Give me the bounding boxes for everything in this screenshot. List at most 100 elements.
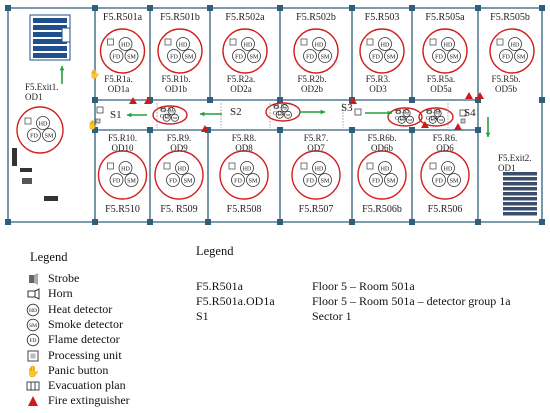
evacuation-arrow-head xyxy=(387,110,392,116)
flame-detector-label: FD xyxy=(400,118,405,122)
strobe-icon xyxy=(29,273,38,285)
group-label-top: F5.R1b. OD1b xyxy=(161,74,191,94)
ext-shape xyxy=(28,396,38,407)
wall-column xyxy=(92,219,98,225)
corridor-group-label: F5.S1. OD1 xyxy=(160,107,176,120)
flame-detector xyxy=(232,49,246,63)
flame-detector xyxy=(109,173,124,187)
heat-detector xyxy=(118,37,133,51)
detector-group-ring xyxy=(154,150,204,200)
room-label-bottom: F5.R508 xyxy=(226,204,262,215)
wall-column xyxy=(205,127,211,133)
heat-detector-label: HD xyxy=(39,122,48,128)
smoke-detector-label: SM xyxy=(127,55,136,61)
room-label-bottom: F5.R510 xyxy=(105,204,140,215)
panic-button-icon: ✋ xyxy=(89,68,100,79)
flame-detector-label: FD xyxy=(169,179,177,185)
panic-button-icon: ✋ xyxy=(87,119,98,130)
heat-detector xyxy=(167,107,176,116)
processing-unit-icon xyxy=(161,108,166,113)
group-label-top: F5.R3. OD3 xyxy=(365,74,391,94)
flame-detector xyxy=(303,173,317,187)
processing-unit-icon xyxy=(107,38,114,46)
smoke-detector xyxy=(124,173,139,187)
smoke-detector-label: SM xyxy=(321,179,330,185)
heat-detector xyxy=(36,116,50,130)
group-label-bottom: F5.R6b. OD6b xyxy=(367,133,397,153)
wall-column xyxy=(409,127,415,133)
wall-column xyxy=(147,5,153,11)
smoke-detector-label: SM xyxy=(517,55,526,61)
stair-step xyxy=(33,53,67,58)
wall-column xyxy=(92,5,98,11)
flame-detector-label: FD xyxy=(435,179,443,185)
smoke-detector-label: SM xyxy=(184,179,193,185)
processing-unit-icon xyxy=(427,110,432,115)
flame-detector-label: FD xyxy=(235,55,243,61)
wall-column xyxy=(475,219,481,225)
flame-detector-label: FD xyxy=(306,55,314,61)
detector-group-ring xyxy=(387,107,423,127)
wall-column xyxy=(539,5,545,11)
processing-unit-icon xyxy=(366,38,374,46)
heat-detector-label: HD xyxy=(444,43,453,49)
room-label-top: F5.R502a xyxy=(225,12,265,23)
processing-unit-icon xyxy=(366,162,374,170)
exit2-label: F5.Exit2. OD1 xyxy=(498,153,532,173)
horn-icon xyxy=(27,288,40,301)
group-label-bottom: F5.R9. OD9 xyxy=(166,133,192,153)
flame-detector-label: FD xyxy=(435,55,443,61)
processing-unit-icon xyxy=(300,38,308,46)
smoke-detector-label: SM xyxy=(408,118,413,122)
legend-item-label: Smoke detector xyxy=(48,316,123,331)
smoke-detector xyxy=(384,173,398,187)
sector-label: S1 xyxy=(110,109,122,121)
corridor-group-label: F5.S2. OD2 xyxy=(273,104,289,117)
heat-detector-label: HD xyxy=(121,167,130,173)
detector-group-ring xyxy=(291,150,341,200)
detector-group-ring xyxy=(359,28,405,74)
legend-circle xyxy=(26,318,40,332)
smoke-detector-label: SM xyxy=(185,55,194,61)
stair-step xyxy=(503,197,537,201)
flame-detector-label: FD xyxy=(306,179,314,185)
pu-shape xyxy=(30,353,36,358)
fixture xyxy=(44,196,58,201)
flame-detector-label: FD xyxy=(170,55,178,61)
flame-detector xyxy=(432,49,446,63)
legend-item-label: Strobe xyxy=(48,271,80,285)
fire-extinguisher-icon xyxy=(201,125,209,132)
flame-detector xyxy=(369,173,383,187)
heat-detector-label: HD xyxy=(282,107,287,111)
flame-detector xyxy=(432,173,446,187)
wall-column xyxy=(349,127,355,133)
legend-title: Legend xyxy=(30,250,68,264)
heat-detector-label: HD xyxy=(404,112,409,116)
flame-detector xyxy=(303,49,317,63)
heat-detector-label: HD xyxy=(315,43,324,49)
sector-label: S3 xyxy=(341,102,353,114)
fire-extinguisher-icon xyxy=(454,123,462,130)
smoke-detector-label: SM xyxy=(321,55,330,61)
wall-column xyxy=(277,219,283,225)
wall-column xyxy=(205,219,211,225)
stair-step xyxy=(503,172,537,176)
smoke-detector xyxy=(283,110,292,119)
flame-detector-label: FD xyxy=(278,113,283,117)
legend-circle xyxy=(26,333,40,347)
heat-detector xyxy=(175,161,189,175)
evacuation-arrow-head xyxy=(485,132,491,137)
smoke-detector xyxy=(170,113,179,122)
wall-column xyxy=(277,97,283,103)
naming-meaning: Sector 1 xyxy=(312,309,352,323)
room-label-bottom: F5.R506 xyxy=(427,204,463,215)
